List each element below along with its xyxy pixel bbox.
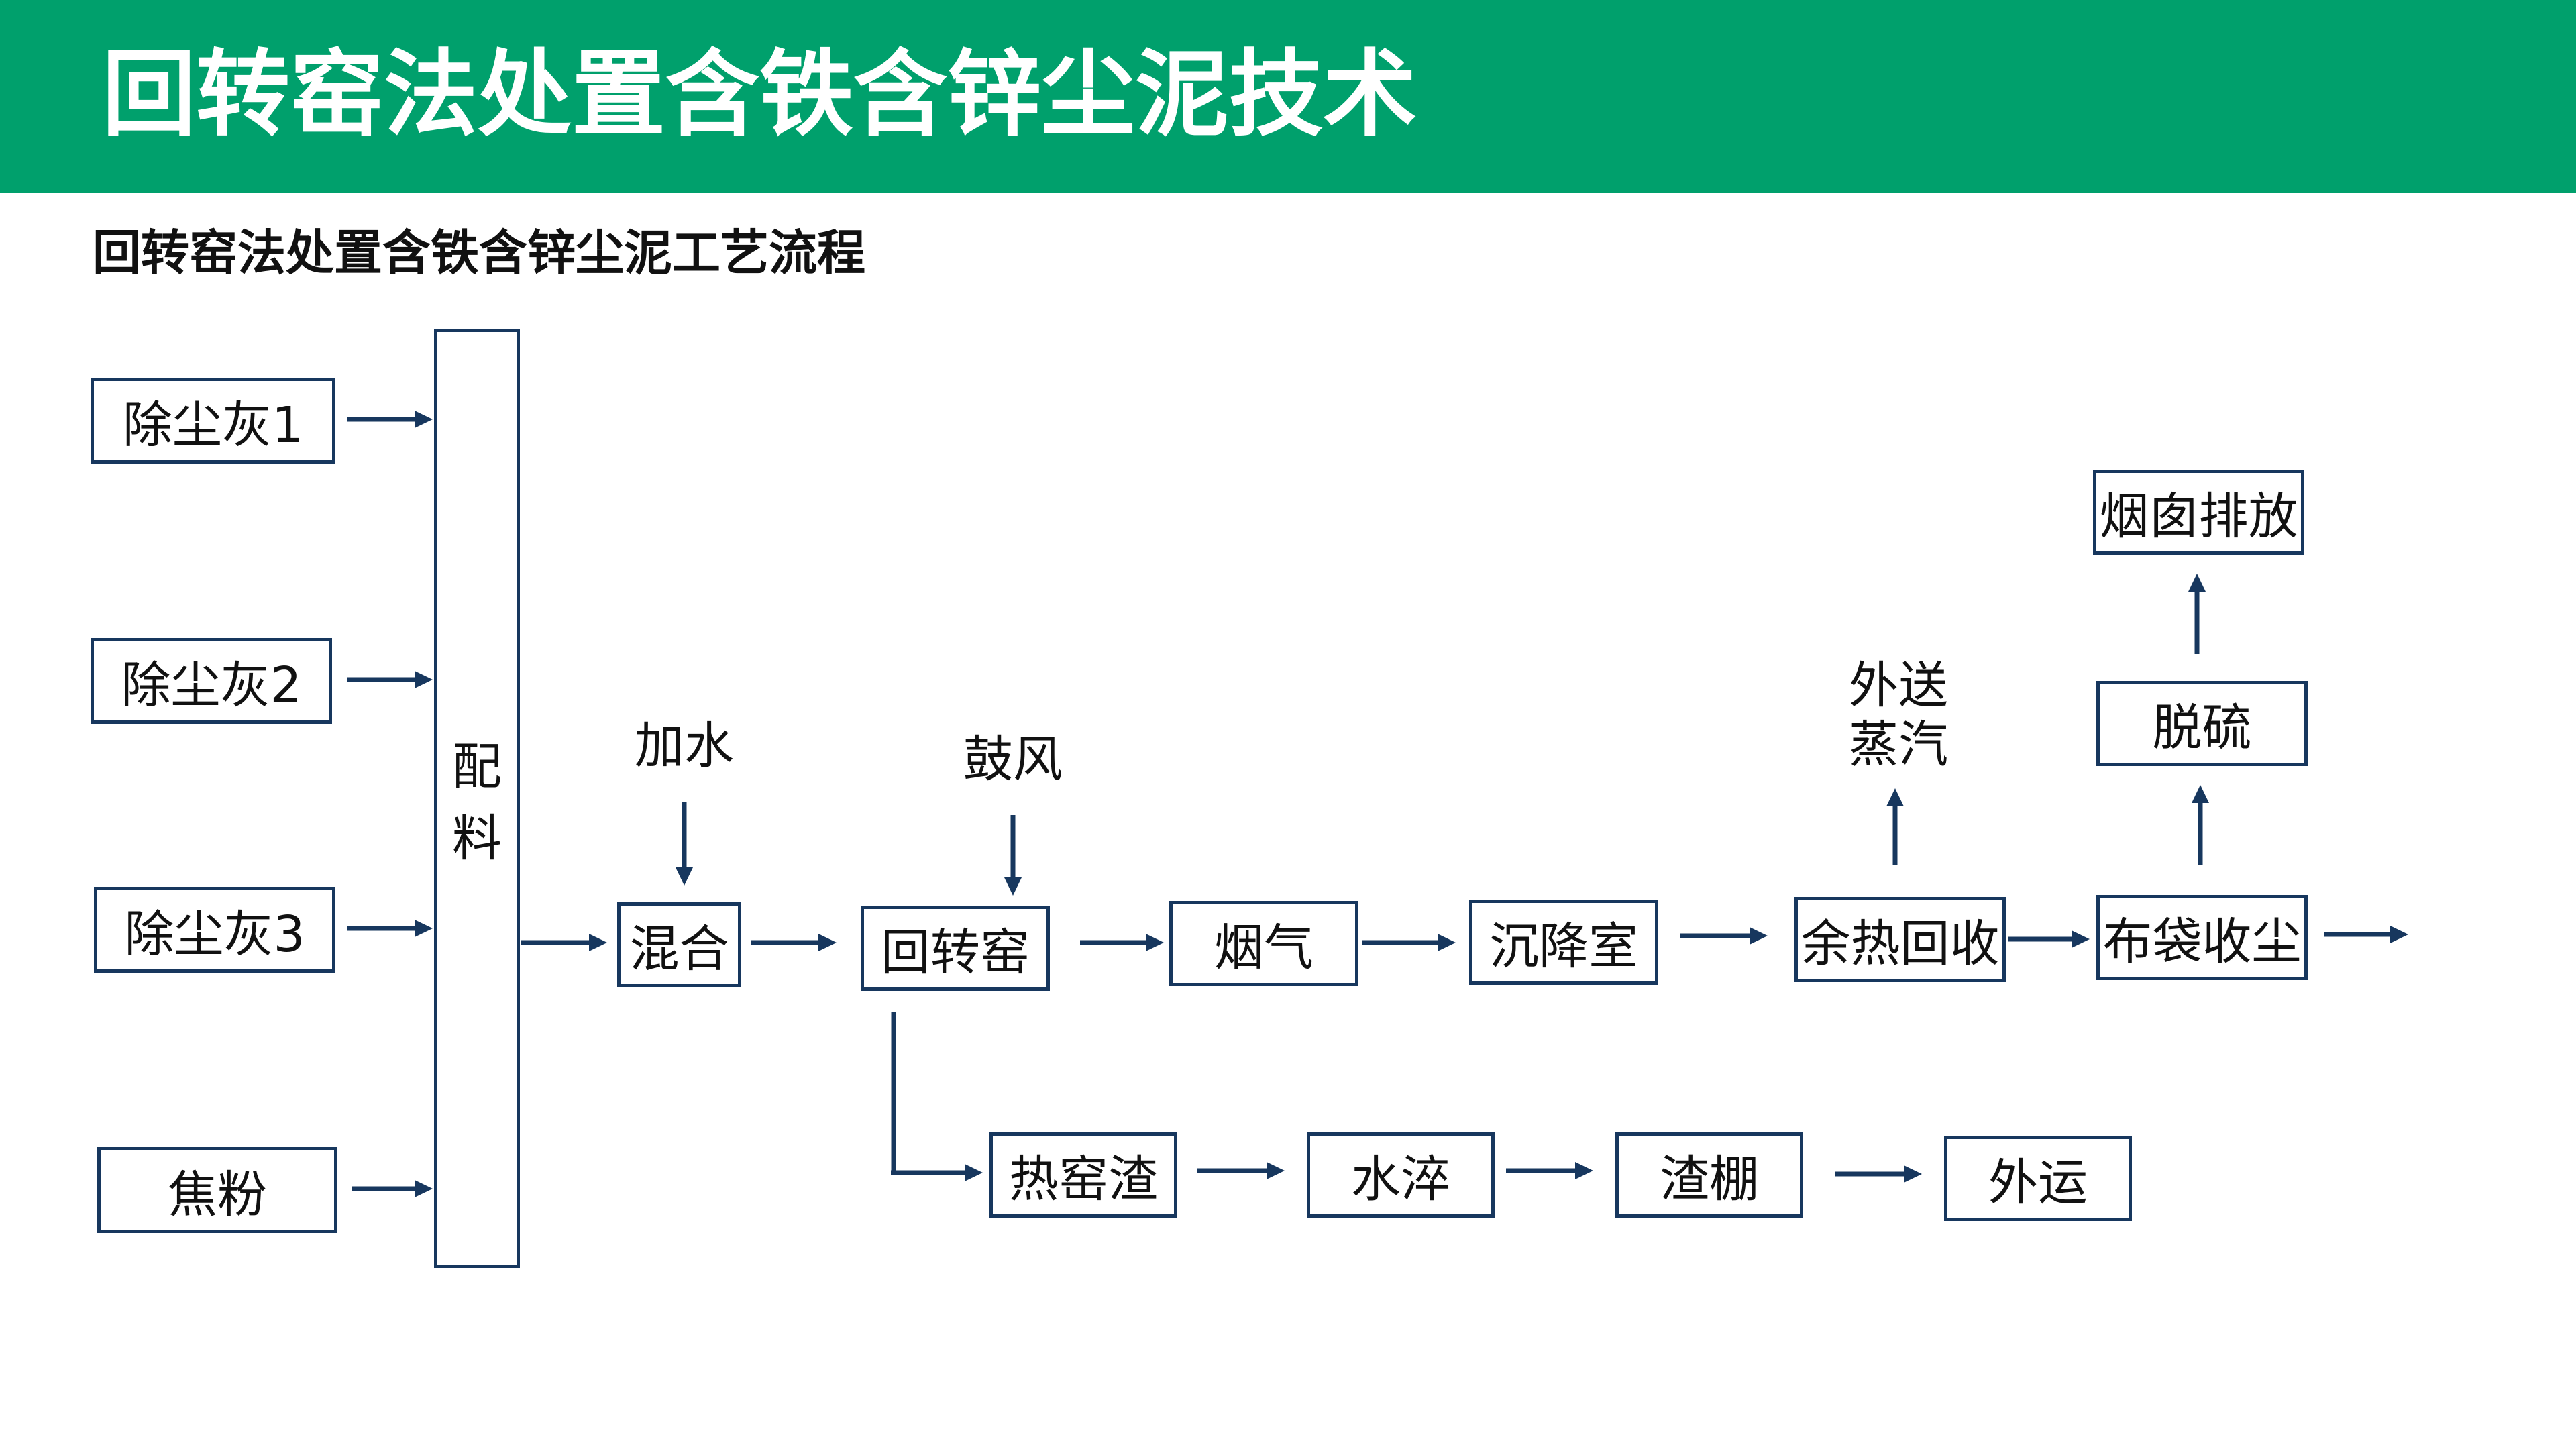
label-add-water: 加水 [635, 717, 734, 775]
arrow-waste-heat-to-steam [1886, 788, 1904, 865]
arrow-waste-heat-to-bag-filter [2008, 930, 2090, 948]
node-bag-filter: 布袋收尘 [2096, 895, 2308, 980]
node-batching-char-2: 料 [452, 810, 502, 867]
arrow-settling-to-waste-heat [1680, 927, 1768, 945]
arrow-dust3-to-batching [347, 920, 433, 937]
node-hot-kiln-slag: 热窑渣 [989, 1132, 1177, 1218]
node-batching: 配 料 [434, 329, 520, 1268]
arrow-coke-to-batching [352, 1180, 433, 1197]
diagram-subtitle: 回转窑法处置含铁含锌尘泥工艺流程 [93, 225, 866, 281]
node-settling-chamber: 沉降室 [1469, 900, 1658, 985]
node-flue-gas: 烟气 [1169, 901, 1358, 986]
node-chimney-discharge: 烟囱排放 [2093, 470, 2304, 555]
arrow-dust2-to-batching [347, 671, 433, 688]
arrow-add-water-to-mixing [676, 802, 693, 885]
arrow-bag-filter-outlet [2324, 926, 2408, 943]
node-desulfurization: 脱硫 [2096, 681, 2308, 766]
arrow-slag-shed-to-ship-out [1835, 1165, 1922, 1183]
arrow-bag-filter-to-desulfurization [2192, 785, 2209, 865]
node-rotary-kiln: 回转窑 [861, 906, 1050, 991]
node-coke-powder: 焦粉 [97, 1147, 337, 1233]
node-mixing: 混合 [617, 902, 741, 987]
label-steam-export-2: 蒸汽 [1849, 716, 1948, 773]
node-water-quench: 水淬 [1307, 1132, 1495, 1218]
node-dust-ash-2: 除尘灰2 [91, 638, 332, 724]
label-blower: 鼓风 [963, 731, 1063, 788]
node-slag-shed: 渣棚 [1615, 1132, 1803, 1218]
arrow-hot-slag-to-quench [1197, 1162, 1285, 1179]
arrow-blower-to-kiln [1004, 815, 1022, 896]
header-bar: 回转窑法处置含铁含锌尘泥技术 [0, 0, 2576, 193]
node-waste-heat-recovery: 余热回收 [1794, 897, 2006, 982]
arrow-batching-to-mixing [521, 934, 607, 951]
arrow-flue-gas-to-settling [1362, 934, 1456, 951]
node-batching-char-1: 配 [452, 738, 502, 796]
node-dust-ash-3: 除尘灰3 [94, 887, 335, 973]
page-title: 回转窑法处置含铁含锌尘泥技术 [102, 40, 1417, 150]
arrow-mixing-to-kiln [751, 934, 837, 951]
arrow-kiln-to-flue-gas [1080, 934, 1164, 951]
label-steam-export-1: 外送 [1849, 657, 1948, 714]
arrow-dust1-to-batching [347, 411, 433, 428]
node-ship-out: 外运 [1944, 1136, 2132, 1221]
arrow-quench-to-slag-shed [1506, 1162, 1593, 1179]
arrow-desulfurization-to-chimney [2188, 574, 2206, 654]
node-dust-ash-1: 除尘灰1 [91, 378, 335, 464]
arrow-kiln-to-hot-slag [891, 1012, 983, 1181]
